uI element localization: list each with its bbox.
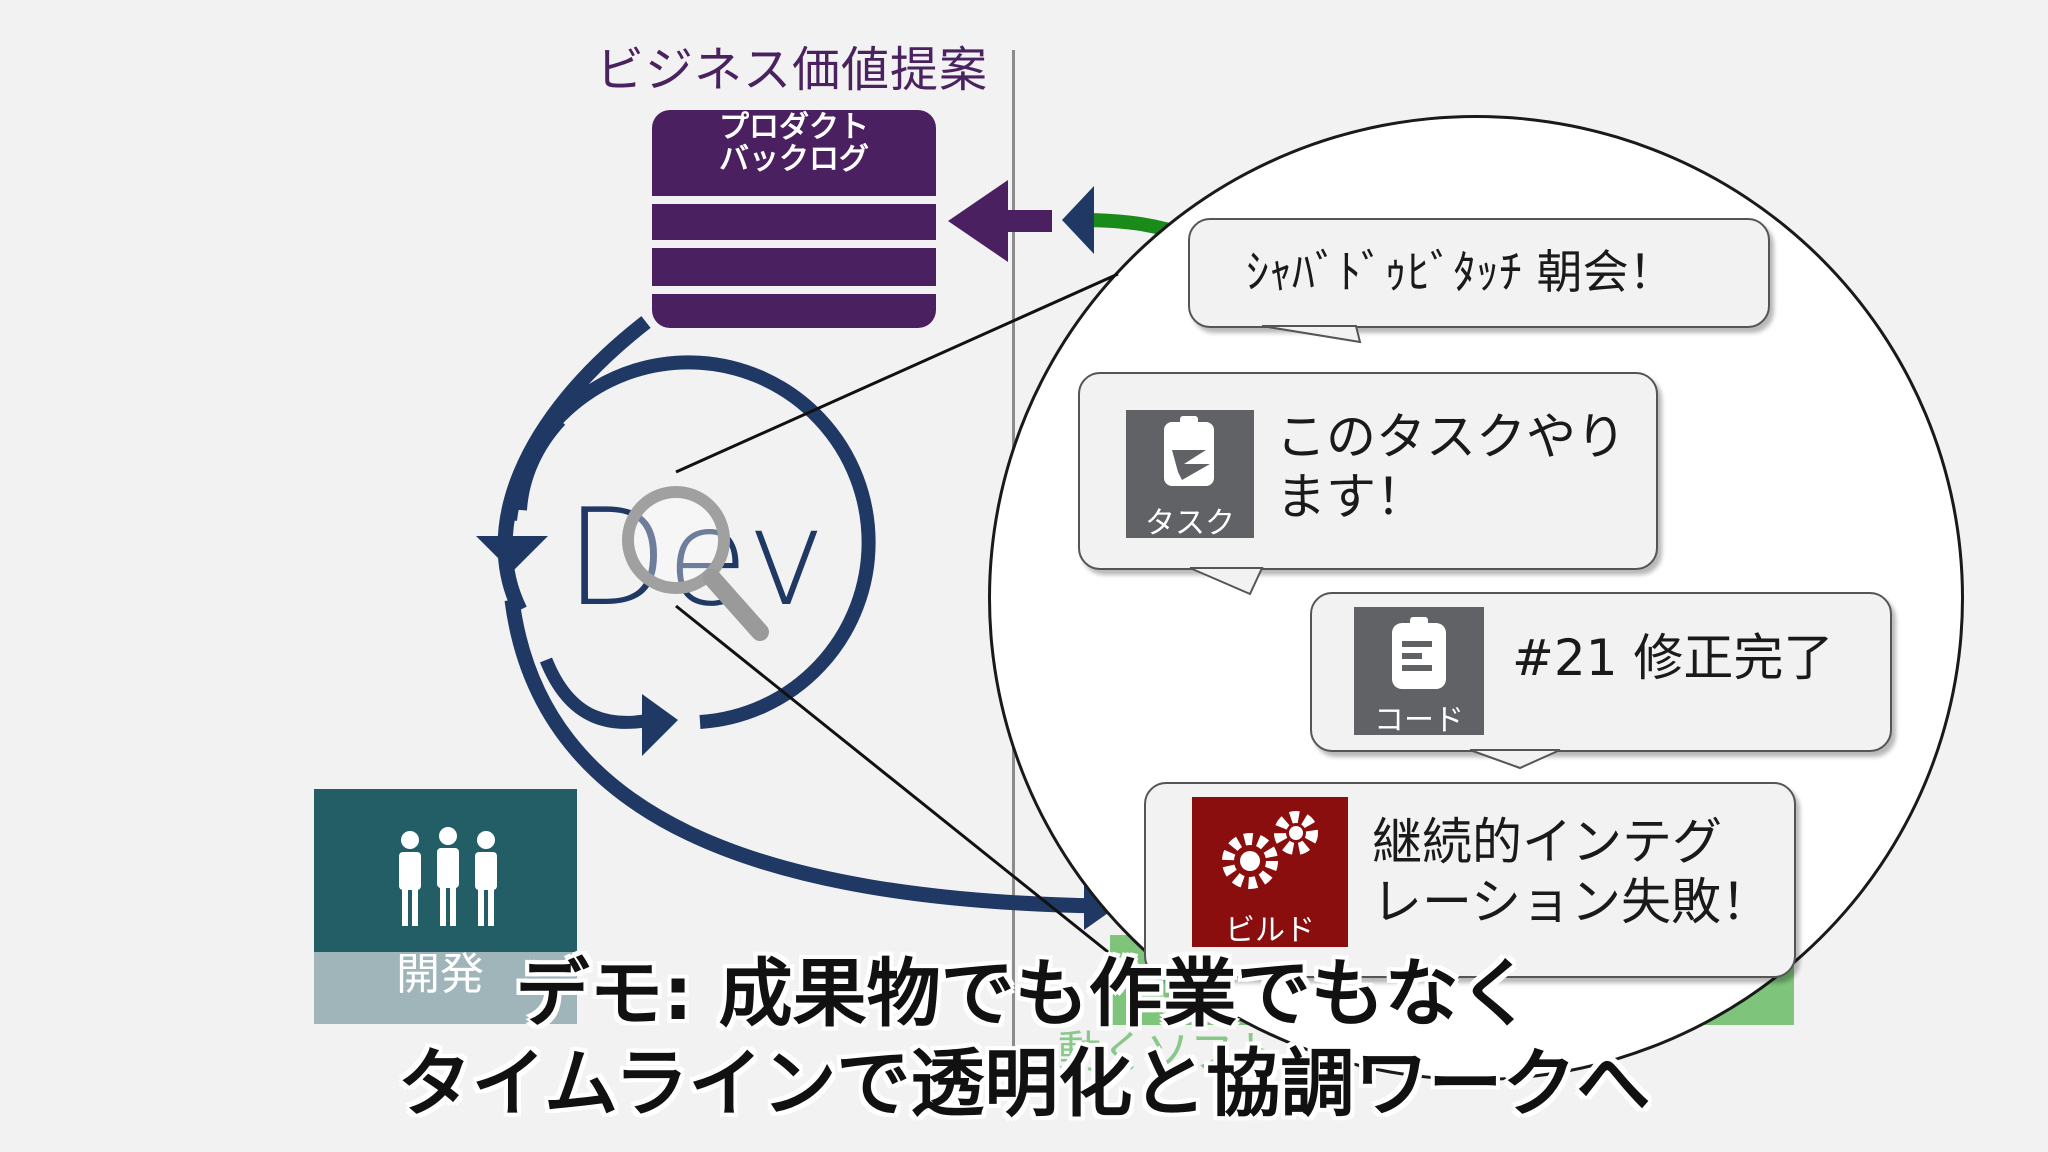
- task-tile: タスク: [1126, 410, 1254, 541]
- build-message-line2: レーション失敗！: [1372, 873, 1771, 931]
- backlog-stripe: [652, 240, 936, 248]
- people-icon: [399, 827, 497, 926]
- standup-message: ｼｬﾊﾞﾄﾞｩﾋﾞﾀｯﾁ 朝会！: [1246, 245, 1675, 299]
- outer-cycle-arc: [504, 599, 1101, 914]
- code-tile-label: コード: [1374, 703, 1464, 738]
- build-tile: ビルド: [1192, 797, 1348, 948]
- chat-bubble-standup: [1188, 218, 1770, 328]
- code-tile: コード: [1354, 607, 1484, 738]
- code-message: #21 修正完了: [1512, 629, 1834, 687]
- inner-cycle-arc: [503, 355, 876, 729]
- product-backlog: プロダクト バックログ: [652, 110, 936, 328]
- zoom-line-top: [675, 272, 1119, 474]
- dev-team-label: 開発: [396, 949, 484, 1000]
- backlog-stripe: [652, 196, 936, 204]
- build-message: 継続的インテグ レーション失敗！: [1372, 812, 1771, 932]
- code-document-icon: [1392, 617, 1446, 689]
- purple-arrow-head: [948, 180, 1008, 262]
- magnifier-icon: [622, 486, 769, 641]
- backlog-stripe: [652, 286, 936, 294]
- task-clipboard-icon: [1164, 416, 1214, 486]
- build-tile-label: ビルド: [1225, 913, 1315, 948]
- caption-line2: タイムラインで透明化と協調ワークへ: [397, 1041, 1651, 1127]
- backlog-label-line1: プロダクト: [719, 110, 869, 145]
- build-message-line1: 継続的インテグ: [1372, 813, 1722, 871]
- cycle-arrowhead-inner: [642, 694, 678, 756]
- dev-team-tile-footer: [314, 952, 577, 1024]
- task-message-line2: ます！: [1276, 468, 1426, 526]
- zoom-line-bottom: [675, 604, 1109, 954]
- green-arrow-head: [1062, 186, 1094, 254]
- business-value-title: ビジネス価値提案: [596, 42, 989, 98]
- working-software-label: 動くソフト: [1058, 1027, 1278, 1078]
- task-message: このタスクやり ます！: [1276, 407, 1626, 527]
- backlog-label-line2: バックログ: [719, 142, 869, 177]
- backlog-to-cycle-arc: [497, 316, 651, 614]
- cycle-arrowhead-left: [476, 536, 548, 572]
- gears-icon: [1222, 811, 1318, 889]
- task-message-line1: このタスクやり: [1276, 408, 1626, 466]
- backlog-label: プロダクト バックログ: [652, 112, 936, 176]
- dev-center-label: Dev: [565, 480, 826, 636]
- caption-line1: デモ: 成果物でも作業でもなく: [515, 951, 1533, 1037]
- task-tile-label: タスク: [1145, 506, 1235, 541]
